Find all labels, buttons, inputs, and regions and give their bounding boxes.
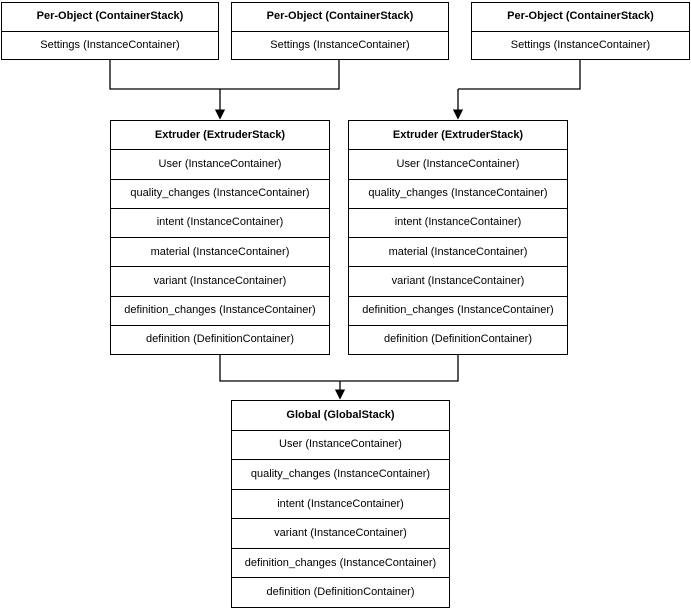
stack-row: variant (InstanceContainer)	[111, 266, 329, 295]
stack-row: definition (DefinitionContainer)	[232, 577, 449, 607]
stack-row: definition_changes (InstanceContainer)	[111, 295, 329, 325]
stack-title: Extruder (ExtruderStack)	[154, 128, 286, 141]
stack-row: variant (InstanceContainer)	[232, 518, 449, 548]
stack-title: Per-Object (ContainerStack)	[266, 10, 414, 23]
stack-row: Settings (InstanceContainer)	[232, 30, 448, 60]
stack-row: User (InstanceContainer)	[349, 149, 567, 178]
stack-row: Settings (InstanceContainer)	[472, 30, 689, 60]
extruder-stack-right: Extruder (ExtruderStack) User (InstanceC…	[348, 120, 568, 355]
stack-row: User (InstanceContainer)	[232, 429, 449, 460]
stack-row: quality_changes (InstanceContainer)	[232, 459, 449, 489]
extruder-stack-left: Extruder (ExtruderStack) User (InstanceC…	[110, 120, 330, 355]
stack-row: variant (InstanceContainer)	[349, 266, 567, 295]
stack-row: material (InstanceContainer)	[111, 237, 329, 266]
stack-row: definition (DefinitionContainer)	[349, 324, 567, 354]
arrowhead-extruder-right	[452, 109, 464, 120]
stack-row: definition_changes (InstanceContainer)	[349, 295, 567, 325]
arrowhead-extruder-left	[214, 109, 226, 120]
stack-row: User (InstanceContainer)	[111, 149, 329, 178]
arrowhead-global	[334, 389, 346, 400]
connector-extruders-rail	[219, 355, 459, 382]
stack-row: quality_changes (InstanceContainer)	[111, 178, 329, 208]
stack-row: intent (InstanceContainer)	[111, 207, 329, 237]
per-object-stack-2: Per-Object (ContainerStack) Settings (In…	[231, 2, 449, 60]
connector-perobject1-perobject2-rail	[109, 60, 340, 90]
stack-row: quality_changes (InstanceContainer)	[349, 178, 567, 208]
per-object-stack-3: Per-Object (ContainerStack) Settings (In…	[471, 2, 690, 60]
stack-title: Per-Object (ContainerStack)	[507, 10, 654, 23]
stack-row: material (InstanceContainer)	[349, 237, 567, 266]
global-stack: Global (GlobalStack) User (InstanceConta…	[231, 400, 450, 608]
connector-perobject3-rail	[458, 60, 581, 90]
stack-title: Extruder (ExtruderStack)	[392, 128, 524, 141]
stack-title: Per-Object (ContainerStack)	[36, 10, 184, 23]
stack-row: definition (DefinitionContainer)	[111, 324, 329, 354]
per-object-stack-1: Per-Object (ContainerStack) Settings (In…	[1, 2, 219, 60]
stack-row: Settings (InstanceContainer)	[2, 30, 218, 60]
stack-row: intent (InstanceContainer)	[349, 207, 567, 237]
stack-row: definition_changes (InstanceContainer)	[232, 547, 449, 578]
stack-title: Global (GlobalStack)	[286, 408, 395, 421]
stack-row: intent (InstanceContainer)	[232, 488, 449, 519]
